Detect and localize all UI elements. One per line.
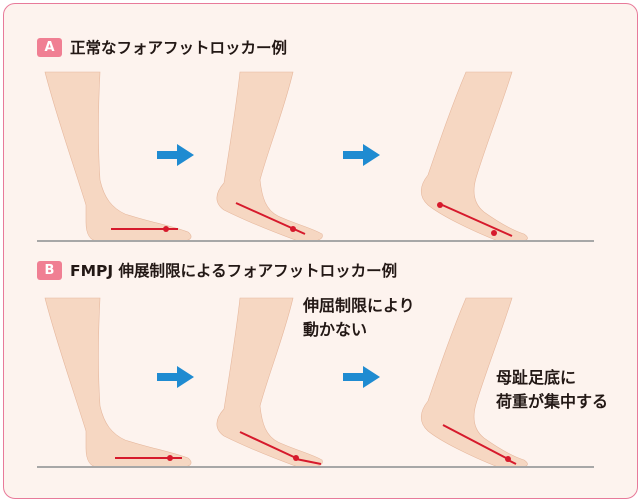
annotation-line: 伸屈制限により xyxy=(303,296,415,315)
section-a-badge: A xyxy=(37,37,62,57)
section-a-label: A 正常なフォアフットロッカー例 xyxy=(37,36,287,58)
foot-a-heel-rise xyxy=(216,71,323,242)
section-b-label: B FMPJ 伸展制限によるフォアフットロッカー例 xyxy=(37,259,397,281)
section-b-title: FMPJ 伸展制限によるフォアフットロッカー例 xyxy=(70,262,398,280)
row-b xyxy=(37,297,594,468)
annotation-line: 荷重が集中する xyxy=(496,392,609,411)
annotation-line: 動かない xyxy=(303,320,368,339)
section-a-title: 正常なフォアフットロッカー例 xyxy=(70,39,288,57)
red-line-b3 xyxy=(442,424,517,465)
figure-frame xyxy=(3,3,638,499)
arrow-icon xyxy=(157,366,194,388)
arrow-icon xyxy=(157,144,194,166)
arrow-icon xyxy=(343,144,380,166)
red-line-a3 xyxy=(437,202,513,237)
red-line-a1 xyxy=(111,226,178,232)
red-line-b2 xyxy=(239,431,322,465)
annotation-line: 母趾足底に xyxy=(496,368,577,387)
arrow-icon xyxy=(343,366,380,388)
annotation-restricted-motion: 伸屈制限により 動かない xyxy=(303,294,415,342)
foot-a-toe-off xyxy=(420,71,528,242)
foot-b-flat xyxy=(44,297,192,468)
red-line-a2 xyxy=(235,202,306,235)
section-b-badge: B xyxy=(37,260,62,280)
annotation-load-concentration: 母趾足底に 荷重が集中する xyxy=(496,366,608,414)
red-line-b1 xyxy=(115,455,182,461)
row-a xyxy=(37,71,594,242)
